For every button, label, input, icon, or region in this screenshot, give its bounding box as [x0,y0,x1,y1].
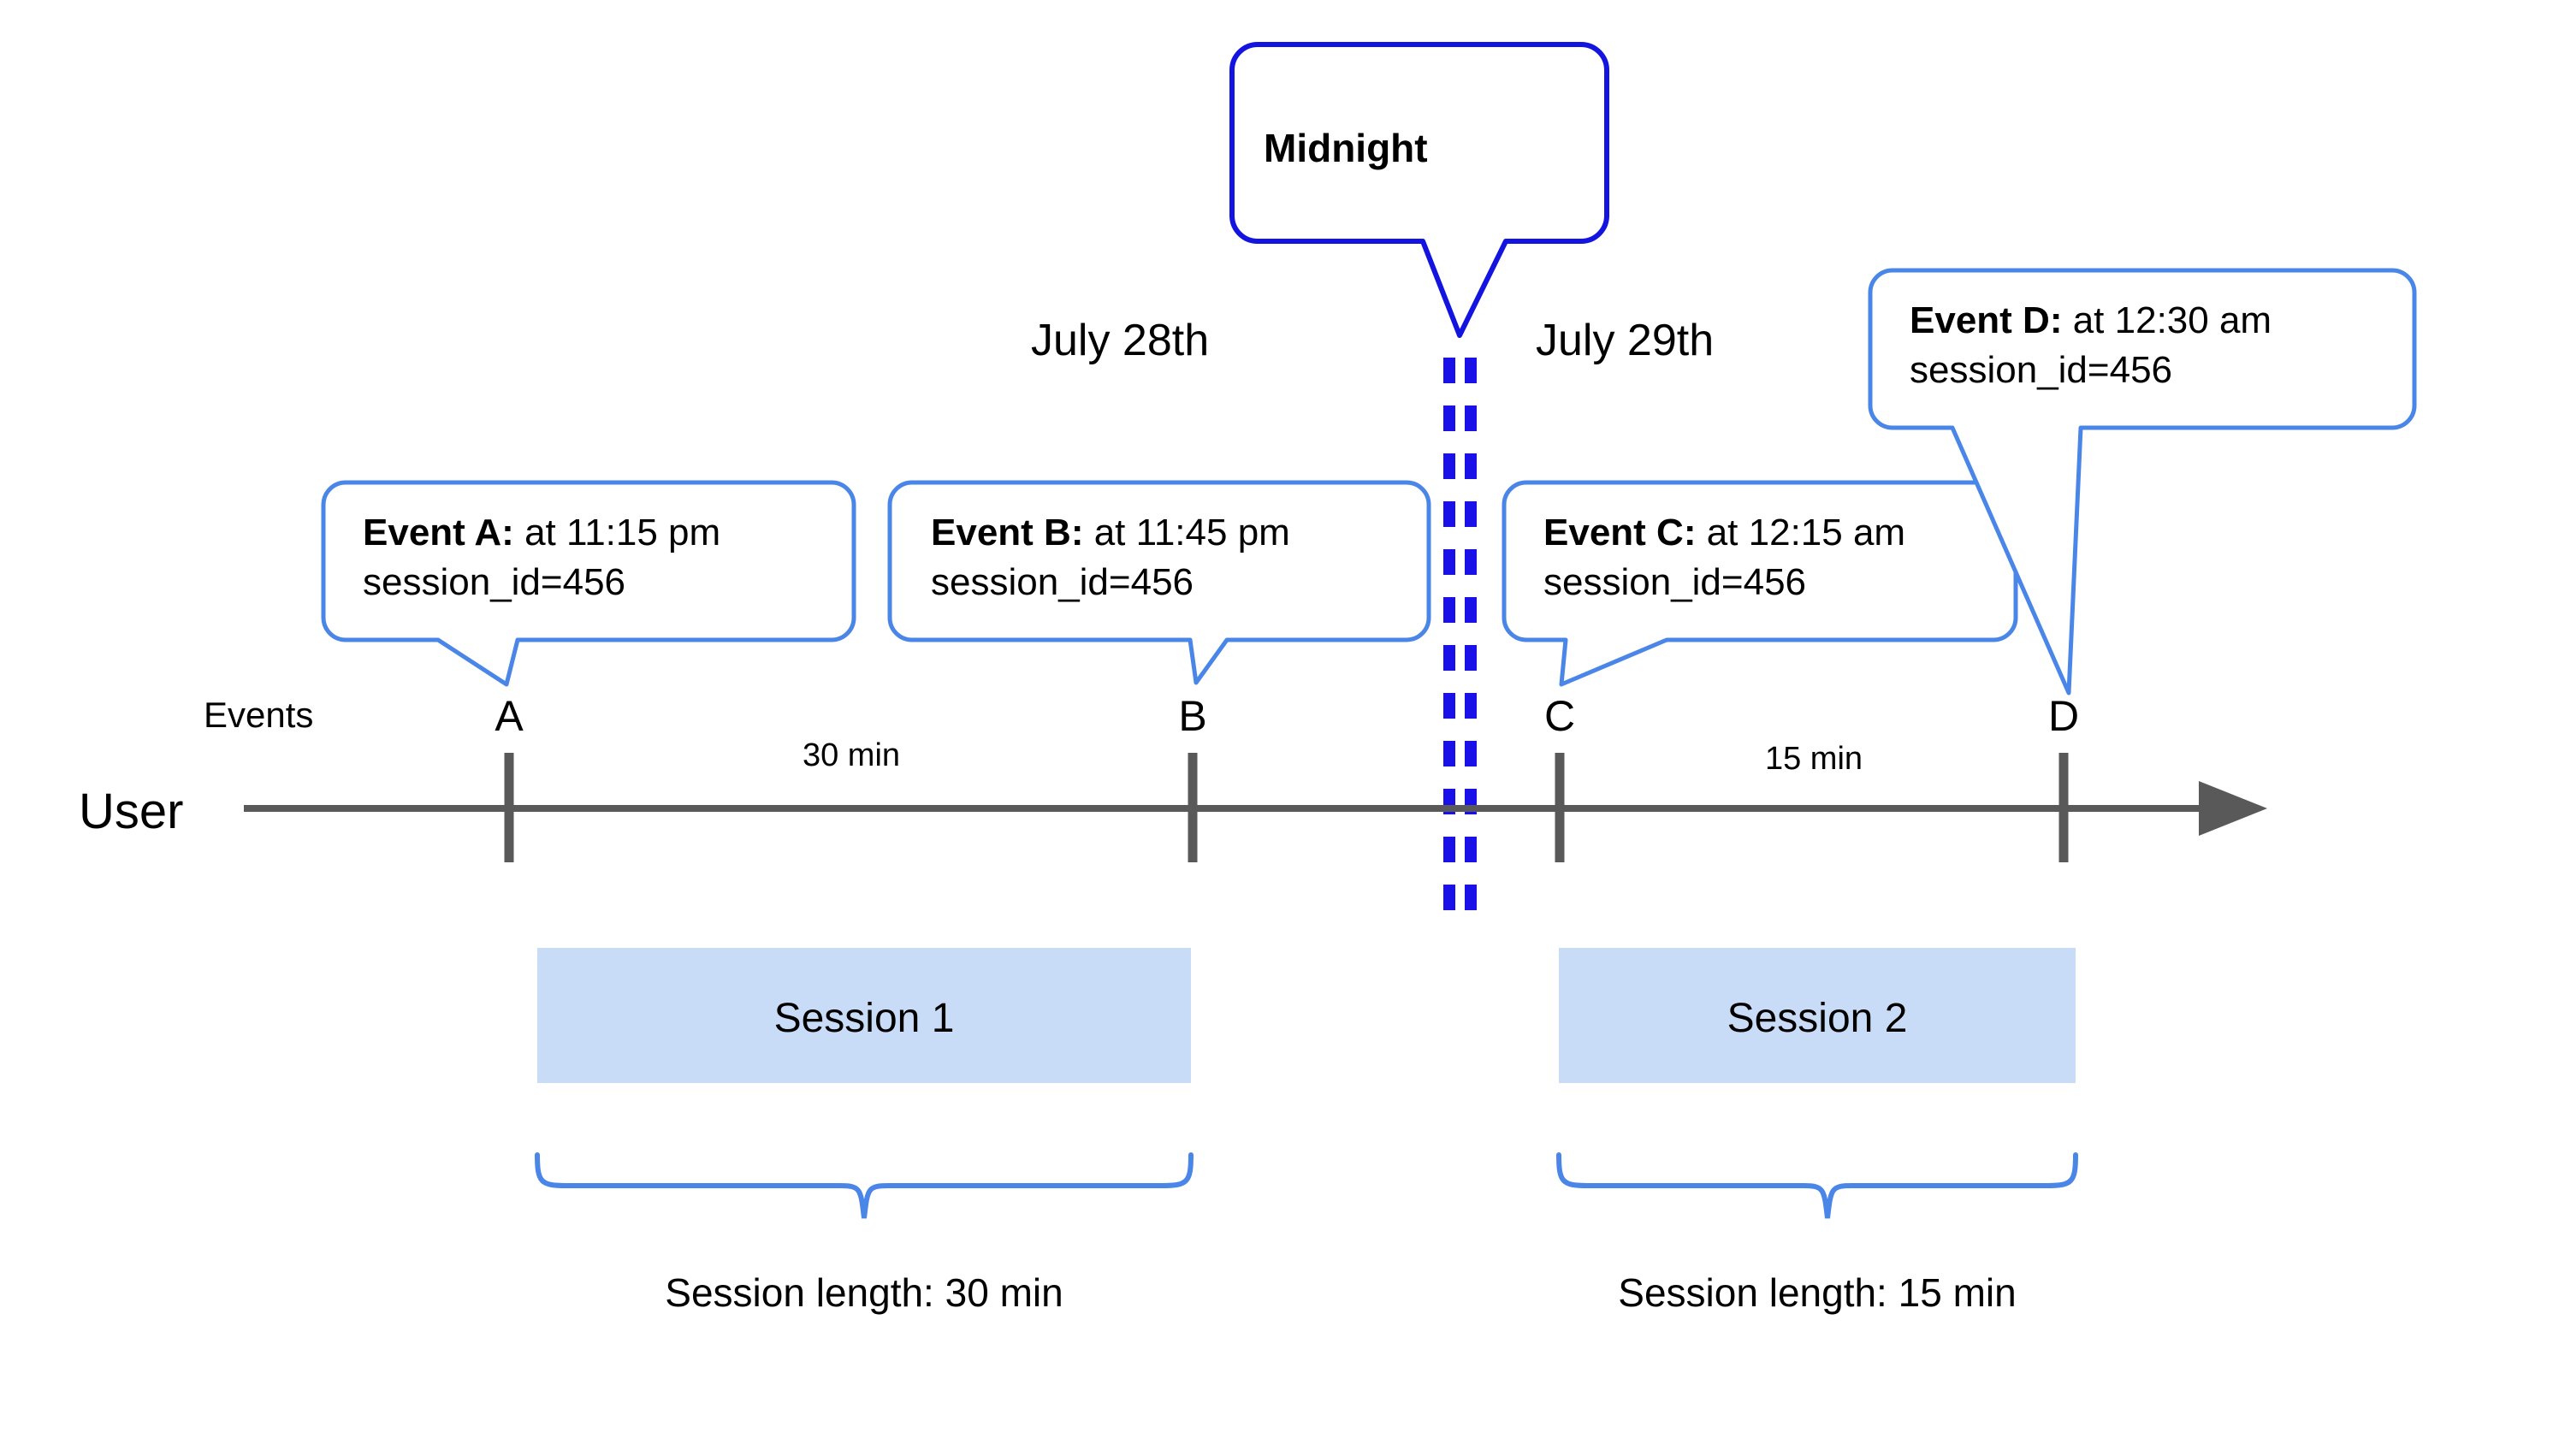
gap-label-ab: 30 min [802,737,901,773]
event-a-callout[interactable] [321,480,856,687]
marker-letter-a: A [495,692,524,740]
marker-letter-b: B [1178,692,1207,740]
gap-label-cd: 15 min [1764,741,1863,777]
axis-label-events: Events [204,695,314,735]
event-d-time: at 12:30 am [2062,299,2272,341]
event-markers [504,753,2069,862]
event-b-callout[interactable] [887,480,1431,685]
event-b-title: Event B: [931,512,1084,553]
event-d-text: Event D: at 12:30 am session_id=456 [1910,296,2272,395]
event-a-text: Event A: at 11:15 pm session_id=456 [363,508,720,607]
axis-row-label-user: User [79,784,184,839]
midnight-label: Midnight [1264,126,1428,170]
marker-letter-c: C [1543,692,1576,740]
event-c-time: at 12:15 am [1696,512,1906,553]
event-d-callout[interactable] [1868,268,2417,695]
event-c-title: Event C: [1543,512,1697,553]
session-2-length-label: Session length: 15 min [1618,1270,2017,1315]
session-1-label: Session 1 [773,996,955,1041]
session-1-box[interactable] [537,948,1191,1083]
session-1-brace [535,1152,1194,1219]
date-label-left: July 28th [1031,316,1210,365]
event-c-session-id: session_id=456 [1543,561,1807,603]
session-2-label: Session 2 [1727,996,1908,1041]
event-a-session-id: session_id=456 [363,561,626,603]
date-label-right: July 29th [1536,316,1715,365]
event-a-title: Event A: [363,512,514,553]
event-b-session-id: session_id=456 [931,561,1194,603]
event-b-time: at 11:45 pm [1083,512,1290,553]
session-2-box[interactable] [1559,948,2076,1083]
marker-letter-d: D [2047,692,2080,740]
event-d-title: Event D: [1910,299,2063,341]
event-c-text: Event C: at 12:15 am session_id=456 [1543,508,1905,607]
event-d-session-id: session_id=456 [1910,349,2173,391]
midnight-callout[interactable] [1229,42,1609,338]
event-b-text: Event B: at 11:45 pm session_id=456 [931,508,1290,607]
event-a-time: at 11:15 pm [513,512,721,553]
session-1-length-label: Session length: 30 min [665,1270,1063,1315]
event-c-callout[interactable] [1502,480,2018,687]
midnight-dashed-lines [1443,358,1477,931]
session-2-brace [1556,1152,2078,1219]
